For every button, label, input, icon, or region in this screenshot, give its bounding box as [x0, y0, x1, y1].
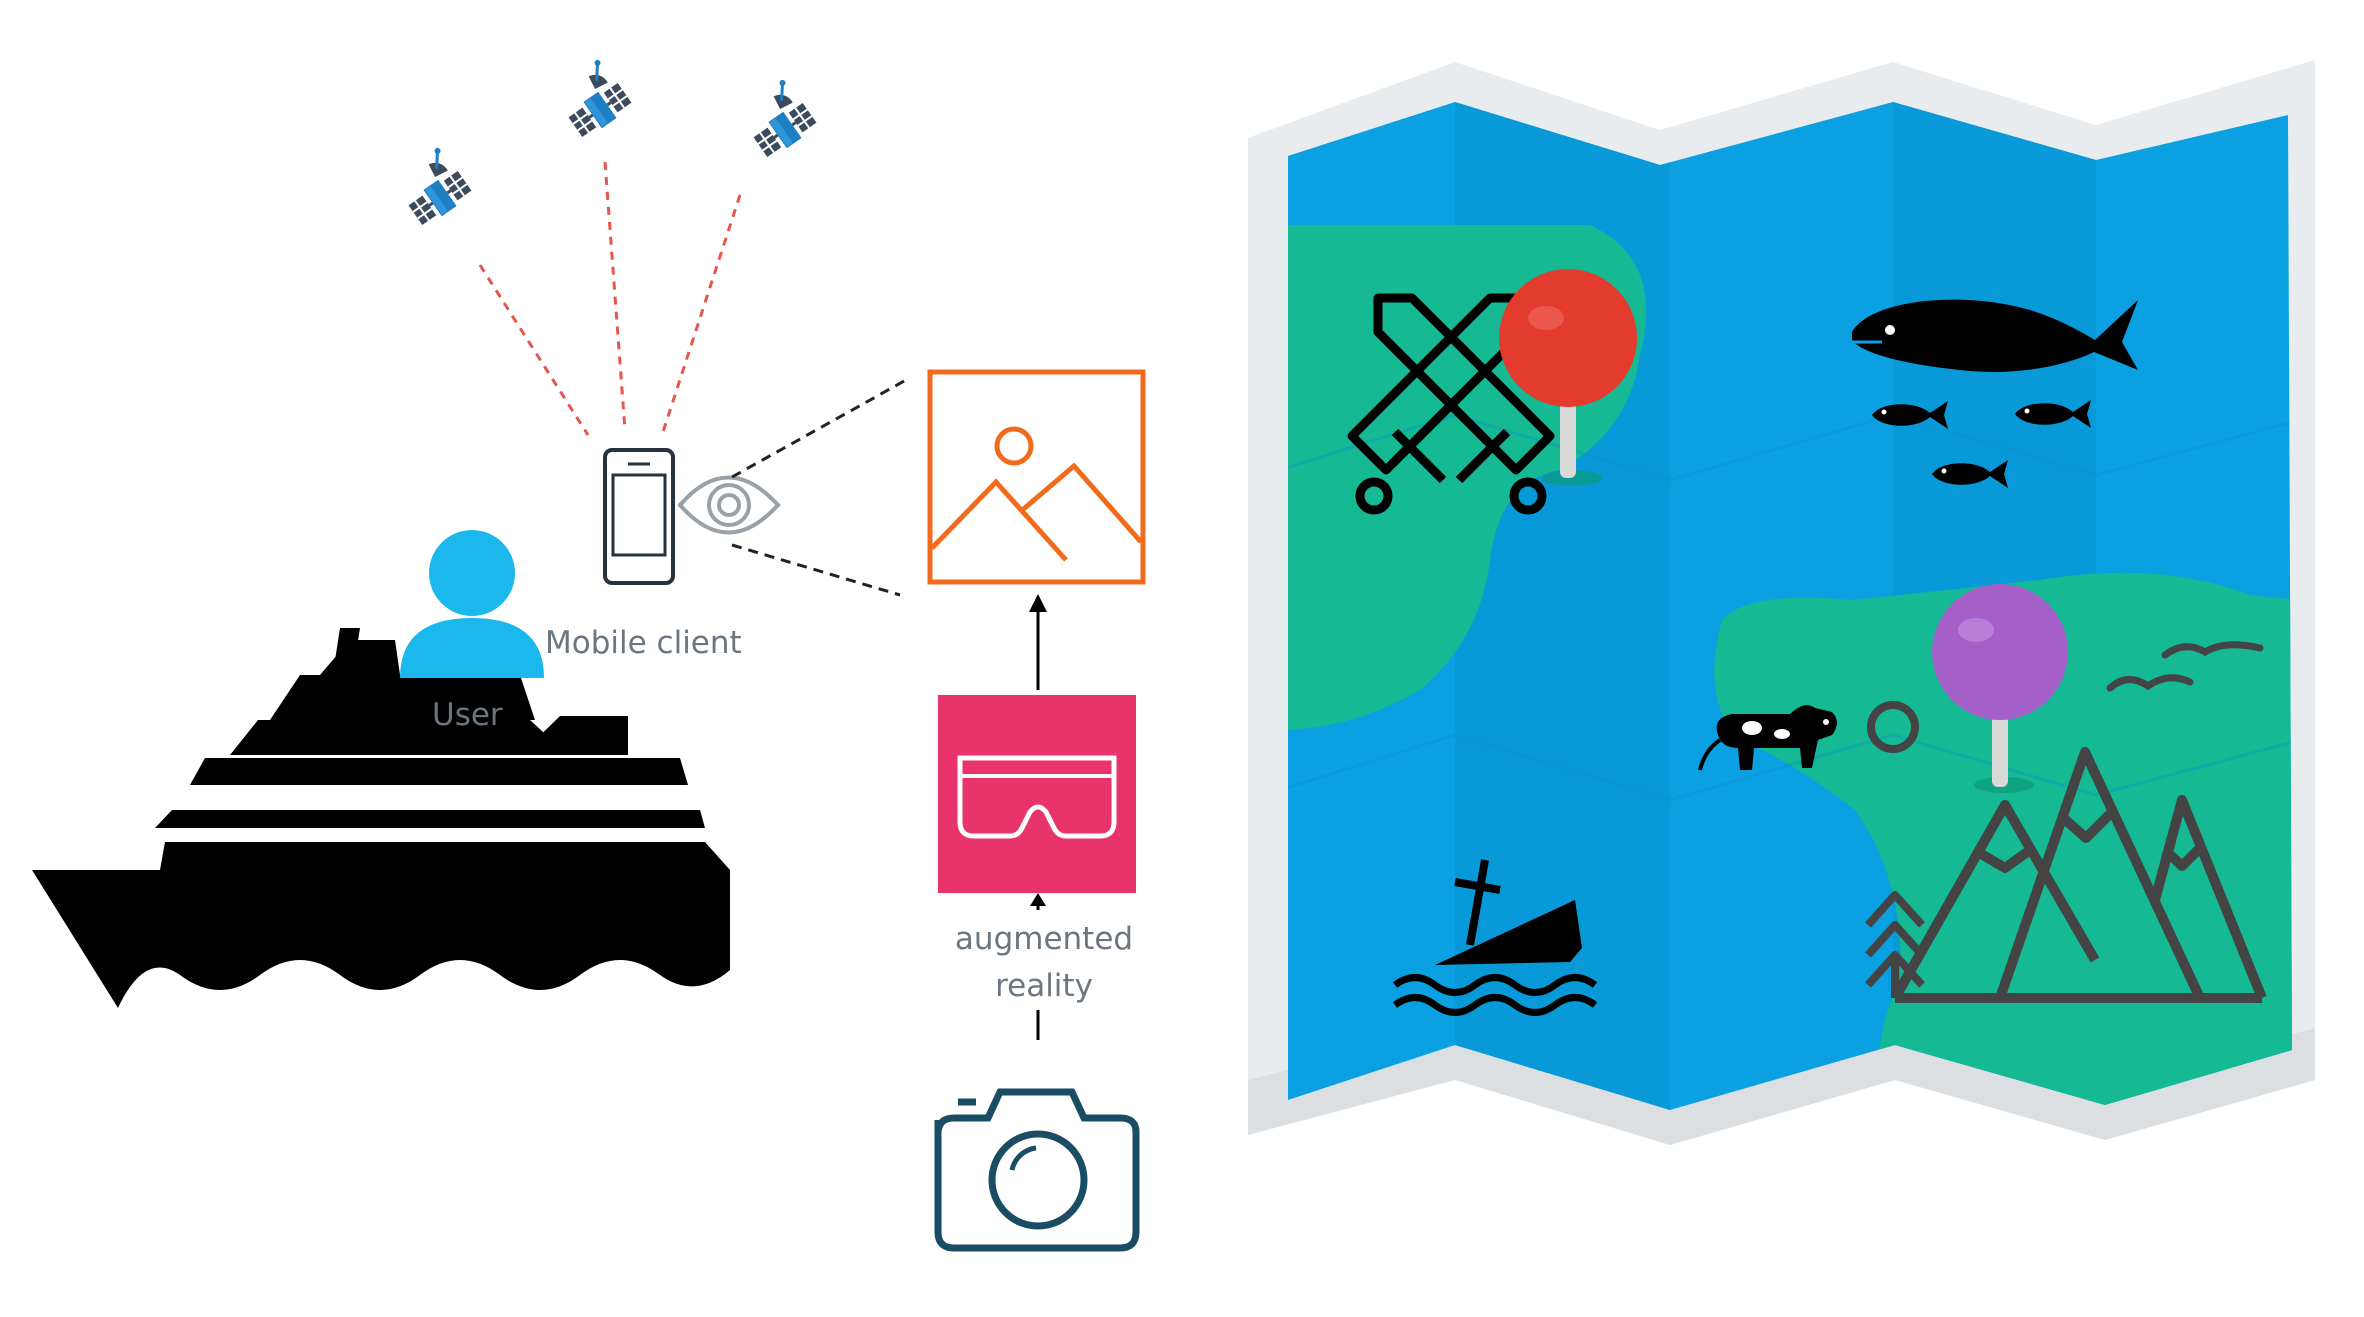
location-pin-icon — [1499, 269, 1637, 486]
mountains-icon — [1890, 747, 2267, 1003]
mobile-client-label: Mobile client — [545, 625, 742, 661]
satellite-icon — [734, 76, 821, 162]
pine-trees-icon — [1865, 891, 1925, 998]
vr-headset-icon — [938, 695, 1136, 893]
user-icon — [400, 530, 544, 678]
folded-map-icon — [1248, 60, 2315, 1145]
augmented-reality-label: augmented reality — [954, 921, 1134, 1004]
view-lines — [731, 378, 907, 597]
shipwreck-icon — [1392, 859, 1598, 1016]
smartphone-icon — [603, 448, 675, 585]
flow-arrow-camera-to-ar — [1030, 893, 1046, 1040]
satellite-icon — [549, 56, 636, 142]
flow-arrow-ar-to-image — [1029, 594, 1047, 690]
image-icon — [927, 369, 1146, 585]
fish-icon — [1852, 299, 2138, 372]
eye-icon — [677, 475, 781, 535]
ship-icon — [32, 628, 730, 1008]
gps-signal-lines — [478, 161, 742, 436]
satellite-icon — [389, 144, 476, 230]
cow-icon — [1698, 705, 1837, 771]
birds-icon — [2106, 641, 2264, 692]
circle-marker-icon — [1867, 701, 1919, 753]
location-pin-icon — [1932, 584, 2068, 793]
user-label: User — [432, 697, 503, 733]
camera-icon — [934, 1088, 1140, 1252]
